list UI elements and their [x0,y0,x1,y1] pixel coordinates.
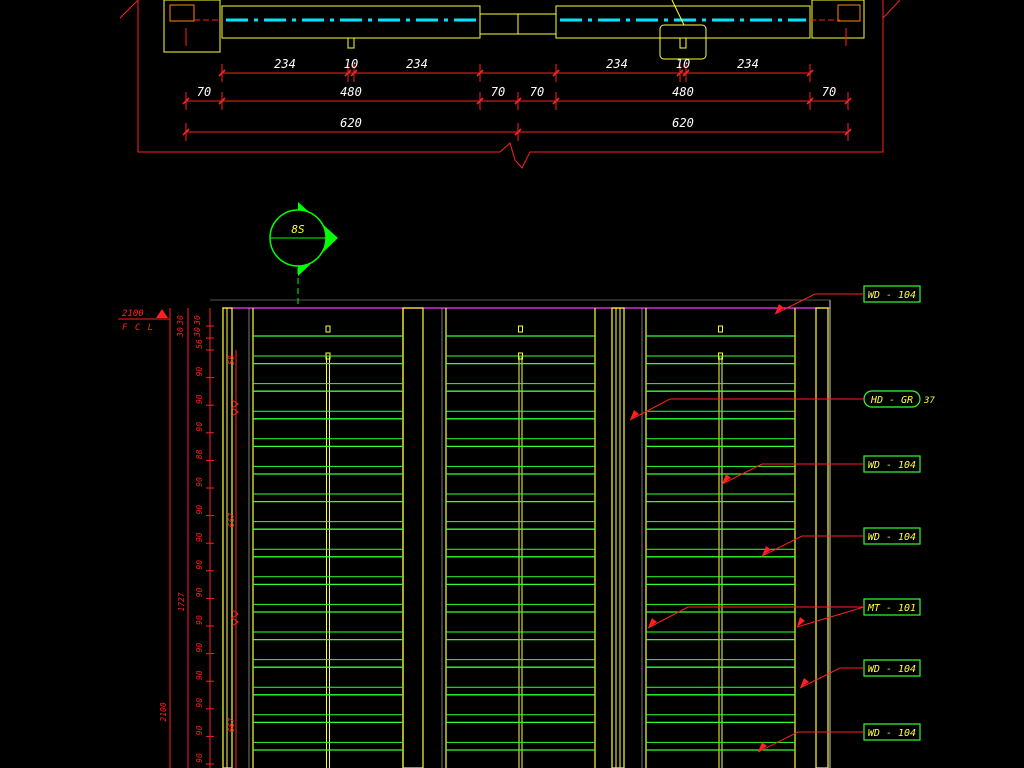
plan-dim-label: 70 [530,85,544,99]
callout-arrowhead [762,546,771,556]
callout-leader [629,398,864,421]
callout: WD - 104 [761,527,921,557]
vdim-spacing-label: 90 [195,367,204,377]
level-value: 2100 [122,309,144,319]
callout-arrowhead [722,474,731,484]
callout-suffix: 37 [923,396,935,406]
vdim-first-inner: 58 [227,355,236,365]
callout-label: WD - 104 [868,664,916,675]
vdim-overall-1: 1727 [177,592,186,611]
material-callouts: WD - 104 HD - GR 37 WD - 104 WD - 104 MT - 10… [629,285,935,753]
panel-notch [325,325,331,333]
frame-mullion-1 [402,307,424,768]
vertical-dimensions: 1727 2100 667 667 58 3030303056909090889… [159,308,239,768]
callout-leader [647,606,864,629]
callout-label: WD - 104 [868,460,916,471]
vdim-spacing-label: 30 [193,315,202,326]
plan-dim-label: 620 [672,116,694,130]
vdim-spacing-label: 90 [195,643,204,653]
panel-notch [718,325,723,333]
plan-dim-label: 234 [606,57,628,71]
vdim-inner-1: 667 [227,513,236,528]
callout: WD - 104 [757,723,921,753]
callout-leader [757,731,864,753]
vdim-spacing-label: 90 [195,477,204,487]
plan-dim-label: 70 [491,85,505,99]
plan-dim-label: 234 [737,57,759,71]
plan-hinge-right [837,4,861,22]
vdim-spacing-label: 90 [195,532,204,542]
plan-panel-left [221,5,481,39]
plan-dim-label: 10 [344,57,358,71]
callout-leader [761,535,864,557]
plan-border [137,0,884,169]
vdim-spacing-label: 90 [195,587,204,597]
vdim-spacing-label: 30 [193,327,202,338]
callout: WD - 104 [799,659,921,689]
callout: MT - 101 [647,598,921,629]
plan-wall-right [811,0,865,39]
vdim-spacing-label-outer: 30 [176,327,185,338]
callout-arrowhead [648,618,657,628]
vdim-spacing-label: 90 [195,698,204,708]
callout-arrowhead [800,678,809,688]
plan-wall-left [163,0,221,53]
vdim-spacing-label: 90 [195,394,204,404]
vdim-spacing-label: 88 [195,449,204,459]
panel-notch [518,325,523,333]
frame-right-jamb [815,307,829,768]
plan-hinge-left [169,4,195,22]
callout-arrowhead [758,742,767,752]
vdim-spacing-label: 90 [195,670,204,680]
vdim-spacing-label: 56 [195,339,204,349]
level-triangle [156,309,168,318]
callout: WD - 104 [774,285,921,315]
vdim-spacing-label: 90 [195,422,204,432]
vdim-spacing-label: 90 [195,615,204,625]
section-marker: 8S [269,202,338,305]
plan-handle-left [347,37,355,49]
plan-dim-label: 70 [197,85,211,99]
callout-leader [721,463,864,485]
plan-dim-label: 620 [340,116,362,130]
plan-dim-label: 70 [822,85,836,99]
plan-dim-label: 480 [672,85,694,99]
callout-label: WD - 104 [868,290,916,301]
vdim-inner-2: 667 [227,718,236,733]
callout-arrowhead [630,410,639,420]
callout: HD - GR 37 [629,390,935,421]
plan-dim-label: 234 [406,57,428,71]
plan-dim-label: 480 [340,85,362,99]
callout-label: WD - 104 [868,532,916,543]
vdim-overall-2: 2100 [159,702,168,721]
callout-arrowhead [775,304,784,314]
callout-leader [799,667,864,689]
callout-label: MT - 101 [867,603,916,614]
plan-dim-label: 234 [274,57,296,71]
plan-dim-label: 10 [676,57,690,71]
vdim-spacing-label: 90 [195,725,204,735]
callout-label: HD - GR [870,395,913,406]
vdim-spacing-label-outer: 30 [176,315,185,326]
plan-view [119,0,901,169]
vdim-spacing-label: 90 [195,505,204,515]
level-label: F C L [122,323,154,333]
callout: WD - 104 [721,455,921,485]
callout-leader [774,293,864,315]
vdim-spacing-label: 90 [195,753,204,763]
plan-handle-right [659,24,707,60]
vdim-spacing-label: 90 [195,560,204,570]
elevation-view: 2100 F C L [118,299,831,768]
louver-panels [248,308,796,768]
frame-mullion-2 [611,307,625,768]
plan-dimensions: 234 10 234 234 10 234 70 480 70 70 480 70 620 620 [182,57,852,141]
section-label: 8S [291,223,305,236]
callout-label: WD - 104 [868,728,916,739]
